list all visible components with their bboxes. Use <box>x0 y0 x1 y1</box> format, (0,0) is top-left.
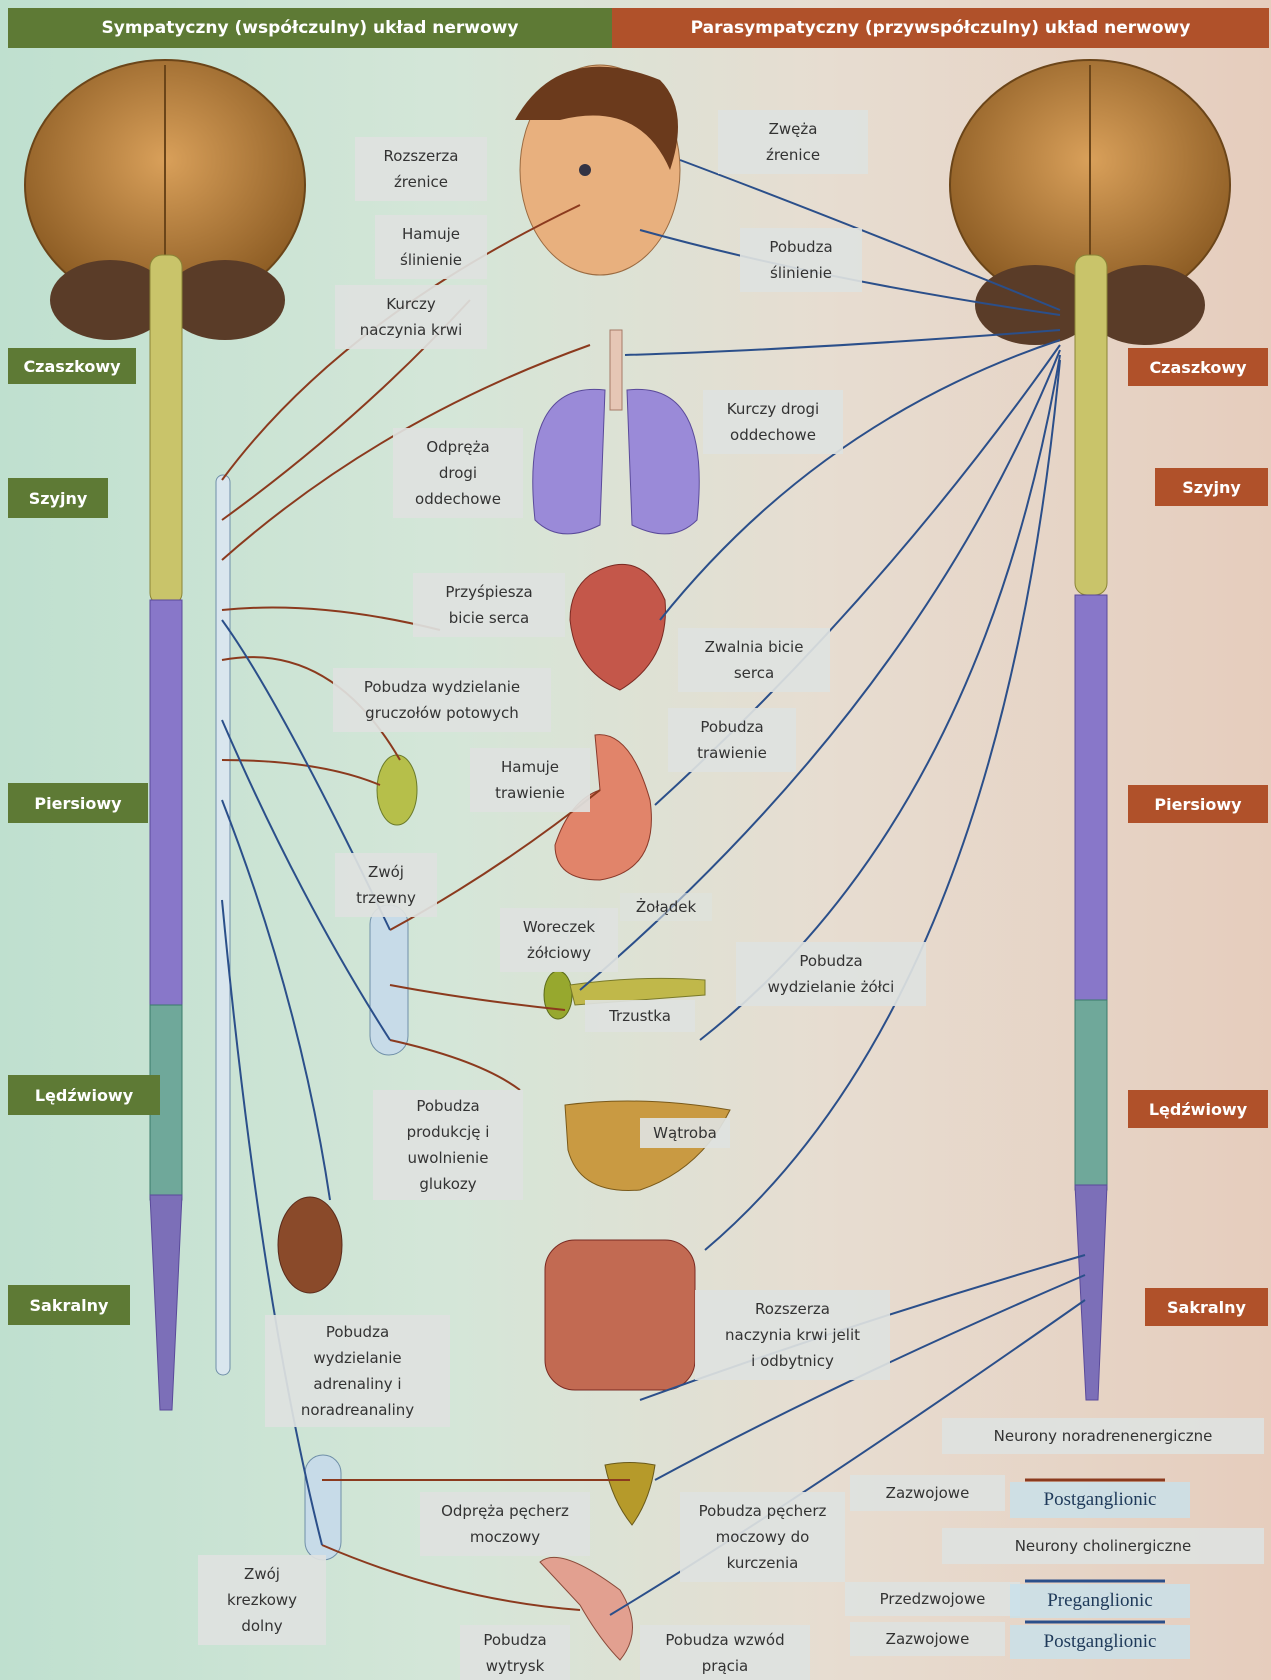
face <box>515 65 680 275</box>
legend-preganglionic-label: Przedzwojowe <box>845 1582 1020 1616</box>
label-celiac-ganglion: Zwój trzewny <box>335 853 437 917</box>
left-segment-thoracic: Piersiowy <box>8 783 148 823</box>
right-segment-cervical: Szyjny <box>1155 468 1268 506</box>
label-inhibits-digestion: Hamuje trawienie <box>470 748 590 812</box>
legend-postganglionic-label-1: Zazwojowe <box>850 1475 1005 1511</box>
label-stimulates-salivation: Pobudza ślinienie <box>740 228 862 292</box>
gallbladder-shape <box>544 971 572 1019</box>
label-bile: Pobudza wydzielanie żółci <box>736 942 926 1006</box>
right-segment-lumbar: Lędźwiowy <box>1128 1090 1268 1128</box>
label-constricts-airways: Kurczy drogi oddechowe <box>703 390 843 454</box>
right-segment-cranial: Czaszkowy <box>1128 348 1268 386</box>
label-contracts-bladder: Pobudza pęcherz moczowy do kurczenia <box>680 1492 845 1582</box>
label-liver: Wątroba <box>640 1118 730 1148</box>
label-stimulates-digestion: Pobudza trawienie <box>668 708 796 772</box>
sweat-gland <box>377 755 417 825</box>
left-segment-cranial: Czaszkowy <box>8 348 136 384</box>
left-segment-lumbar: Lędźwiowy <box>8 1075 160 1115</box>
label-relaxes-bladder: Odpręża pęcherz moczowy <box>420 1492 590 1556</box>
legend-cholinergic: Neurony cholinergiczne <box>942 1528 1264 1564</box>
label-pancreas: Trzustka <box>585 1000 695 1032</box>
right-spinal-cord <box>1075 255 1107 1400</box>
right-segment-sacral: Sakralny <box>1145 1288 1268 1326</box>
label-constricts-vessels: Kurczy naczynia krwi <box>335 285 487 349</box>
label-mesenteric: Zwój krezkowy dolny <box>198 1555 326 1645</box>
legend-postganglionic-1: Postganglionic <box>1010 1482 1190 1518</box>
legend-postganglionic-2: Postganglionic <box>1010 1625 1190 1659</box>
label-constricts-pupil: Zwęża źrenice <box>718 110 868 174</box>
label-intestine: Rozszerza naczynia krwi jelit i odbytnic… <box>695 1290 890 1380</box>
label-inhibits-salivation: Hamuje ślinienie <box>375 215 487 279</box>
label-adrenaline: Pobudza wydzielanie adrenaliny i noradre… <box>265 1315 450 1427</box>
label-slows-heart: Zwalnia bicie serca <box>678 628 830 692</box>
label-accelerates-heart: Przyśpiesza bicie serca <box>413 573 565 637</box>
right-segment-thoracic: Piersiowy <box>1128 785 1268 823</box>
left-spinal-cord <box>150 255 230 1410</box>
legend-postganglionic-label-2: Zazwojowe <box>850 1622 1005 1656</box>
left-segment-sacral: Sakralny <box>8 1285 130 1325</box>
bladder-shape <box>605 1463 655 1526</box>
label-sweat-glands: Pobudza wydzielanie gruczołów potowych <box>333 668 551 732</box>
label-glucose: Pobudza produkcję i uwolnienie glukozy <box>373 1090 523 1200</box>
legend-noradrenergic: Neurony noradrenenergiczne <box>942 1418 1264 1454</box>
label-erection: Pobudza wzwód prącia <box>640 1625 810 1680</box>
label-gallbladder: Woreczek żółciowy <box>500 908 618 972</box>
heart <box>570 564 665 690</box>
kidney-shape <box>278 1197 342 1293</box>
label-ejaculation: Pobudza wytrysk <box>460 1625 570 1680</box>
mesenteric-ganglion-shape <box>305 1455 341 1560</box>
lungs <box>533 330 700 534</box>
legend-preganglionic: Preganglionic <box>1010 1584 1190 1618</box>
label-dilates-pupil: Rozszerza źrenice <box>355 137 487 201</box>
label-stomach: Żołądek <box>620 893 712 921</box>
intestine-shape <box>545 1240 695 1390</box>
left-segment-cervical: Szyjny <box>8 478 108 518</box>
label-relaxes-airways: Odpręża drogi oddechowe <box>393 428 523 518</box>
